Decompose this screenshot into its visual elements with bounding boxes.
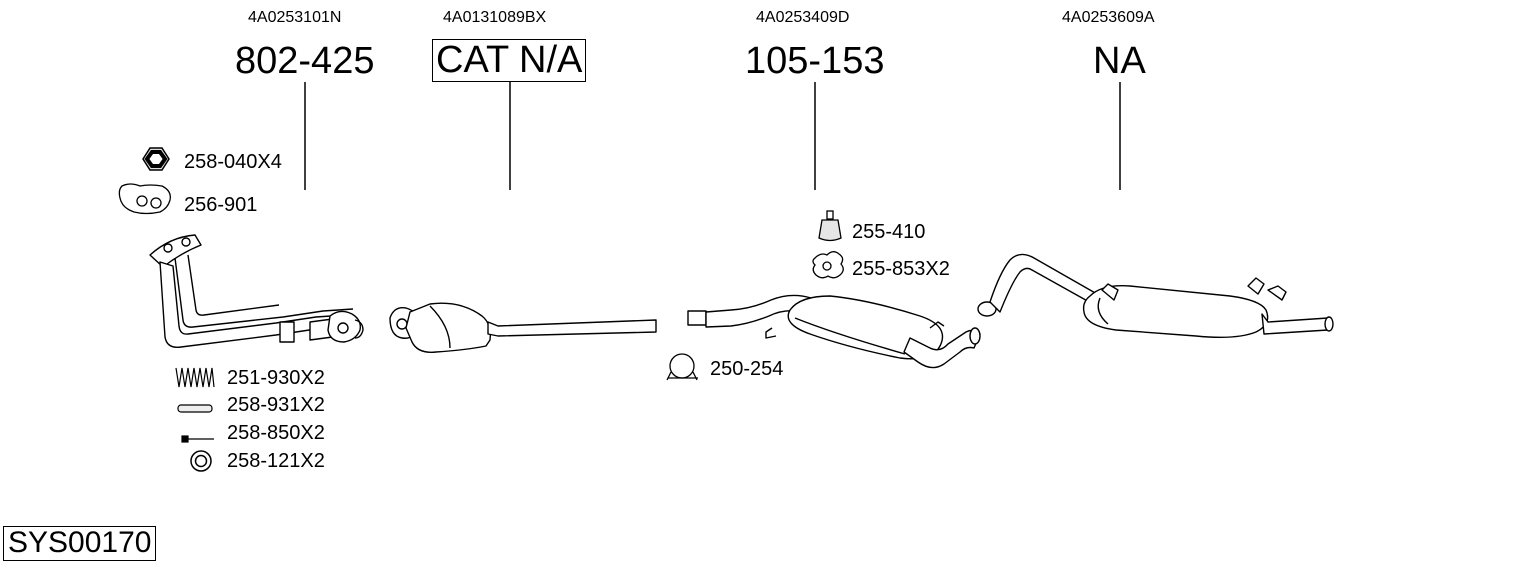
bolt-icon — [181, 435, 214, 443]
oe-number-middle-silencer: 4A0253409D — [756, 9, 850, 26]
oe-number-front-pipe: 4A0253101N — [248, 9, 342, 26]
rubber-mount-icon — [818, 210, 842, 242]
accessory-label-spring: 251-930X2 — [227, 367, 325, 389]
catalyst-drawing — [389, 302, 657, 353]
accessory-label-clamp: 250-254 — [710, 358, 784, 380]
part-number-catalyst: CAT N/A — [432, 39, 587, 82]
front-pipe-drawing — [149, 234, 364, 348]
accessory-label-hanger: 255-853X2 — [852, 258, 950, 280]
ring-icon — [190, 450, 212, 472]
accessory-label-gasket: 256-901 — [184, 194, 258, 216]
accessory-label-rubber-mount: 255-410 — [852, 221, 926, 243]
hanger-icon — [812, 251, 844, 279]
accessory-label-sleeve: 258-931X2 — [227, 394, 325, 416]
spring-icon — [175, 367, 215, 388]
clamp-icon — [666, 353, 698, 381]
accessory-label-bolt: 258-850X2 — [227, 422, 325, 444]
sleeve-icon — [177, 404, 213, 413]
part-number-front-pipe: 802-425 — [235, 40, 375, 82]
oe-number-catalyst: 4A0131089BX — [443, 9, 547, 26]
accessory-label-ring: 258-121X2 — [227, 450, 325, 472]
accessory-label-nut: 258-040X4 — [184, 151, 282, 173]
middle-silencer-drawing — [687, 294, 981, 369]
gasket-icon — [118, 183, 171, 215]
rear-silencer-drawing — [977, 253, 1334, 339]
part-number-rear-silencer: NA — [1093, 40, 1146, 82]
system-code-badge: SYS00170 — [3, 526, 157, 561]
nut-icon — [142, 147, 170, 171]
part-number-middle-silencer: 105-153 — [745, 40, 885, 82]
oe-number-rear-silencer: 4A0253609A — [1062, 9, 1155, 26]
